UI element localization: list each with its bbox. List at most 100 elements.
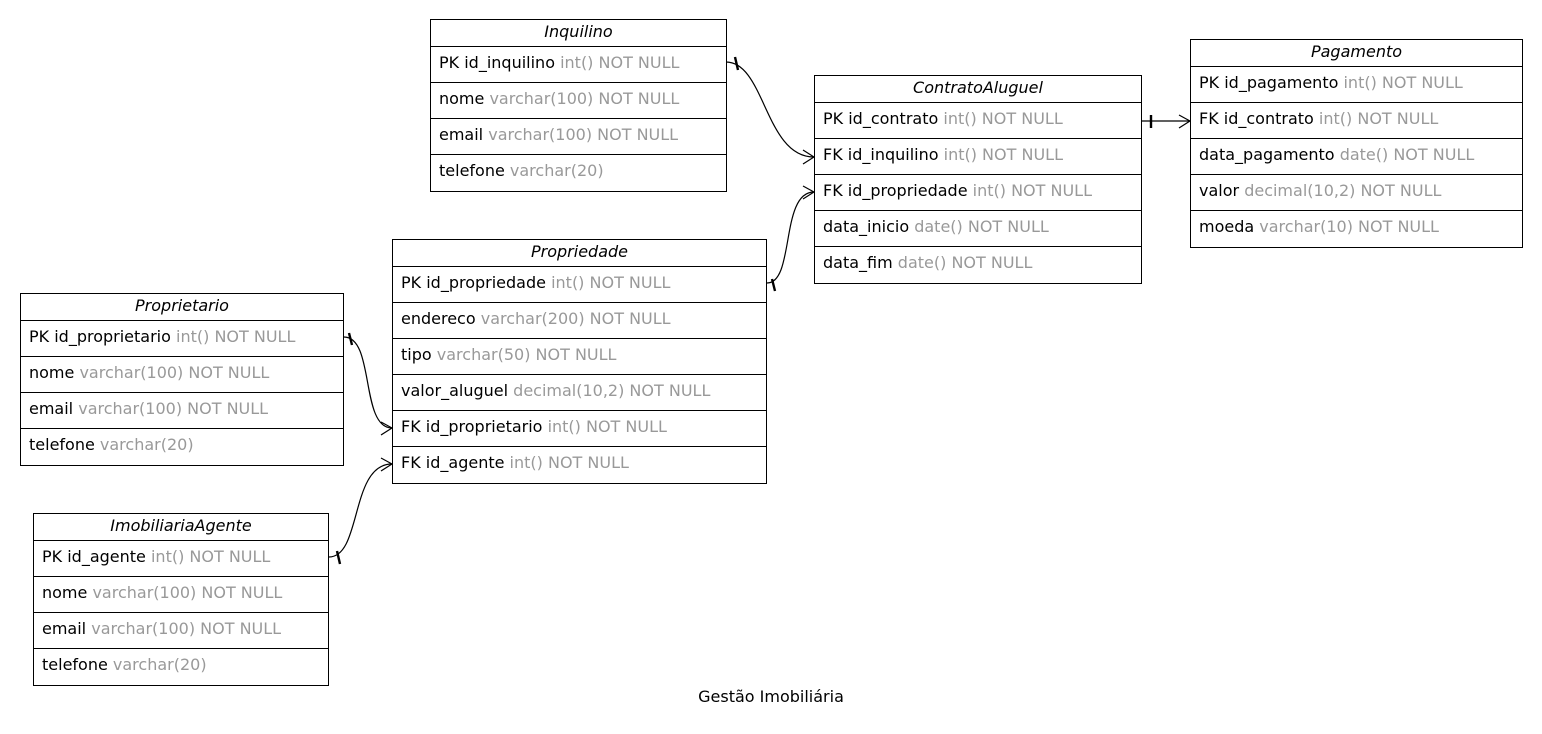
field-name: endereco [401,309,476,328]
field-row: data_inicio date() NOT NULL [815,211,1141,247]
field-type: varchar(100) NOT NULL [78,399,269,418]
field-type: int() NOT NULL [150,547,271,566]
field-type: varchar(100) NOT NULL [79,363,270,382]
field-row: PK id_pagamento int() NOT NULL [1191,67,1522,103]
field-row: PK id_inquilino int() NOT NULL [431,47,726,83]
field-type: varchar(100) NOT NULL [488,125,679,144]
field-name: FK id_inquilino [823,145,939,164]
field-row: email varchar(100) NOT NULL [21,393,343,429]
field-name: PK id_agente [42,547,146,566]
field-type: date() NOT NULL [914,217,1049,236]
diagram-caption: Gestão Imobiliária [698,687,844,706]
field-type: int() NOT NULL [943,109,1063,128]
field-row: endereco varchar(200) NOT NULL [393,303,766,339]
entity-propriedade: Propriedade PK id_propriedade int() NOT … [392,239,767,484]
field-type: int() NOT NULL [943,145,1063,164]
field-row: data_pagamento date() NOT NULL [1191,139,1522,175]
field-type: int() NOT NULL [972,181,1092,200]
field-name: data_inicio [823,217,910,236]
field-row: valor_aluguel decimal(10,2) NOT NULL [393,375,766,411]
entity-pagamento: Pagamento PK id_pagamento int() NOT NULL… [1190,39,1523,248]
field-type: varchar(50) NOT NULL [436,345,617,364]
field-row: nome varchar(100) NOT NULL [431,83,726,119]
field-type: int() NOT NULL [560,53,680,72]
field-name: telefone [29,435,95,454]
relationship-inquilino-contrato [725,56,815,165]
field-row: email varchar(100) NOT NULL [431,119,726,155]
field-name: telefone [42,655,108,674]
field-type: varchar(20) [112,655,207,674]
field-type: varchar(200) NOT NULL [480,309,671,328]
field-row: nome varchar(100) NOT NULL [34,577,328,613]
field-row: moeda varchar(10) NOT NULL [1191,211,1522,247]
entity-title: Pagamento [1191,40,1522,67]
field-name: email [439,125,484,144]
relationship-contrato-pagamento [1142,114,1191,129]
field-name: nome [29,363,75,382]
field-row: FK id_propriedade int() NOT NULL [815,175,1141,211]
field-name: FK id_proprietario [401,417,543,436]
field-type: int() NOT NULL [1343,73,1463,92]
field-name: valor [1199,181,1240,200]
field-type: varchar(10) NOT NULL [1259,217,1439,236]
field-name: PK id_proprietario [29,327,171,346]
field-type: date() NOT NULL [897,253,1033,272]
relationship-agente-propriedade [328,457,393,565]
field-row: telefone varchar(20) [431,155,726,191]
field-name: data_pagamento [1199,145,1335,164]
field-type: decimal(10,2) NOT NULL [513,381,711,400]
field-name: data_fim [823,253,893,272]
field-name: FK id_agente [401,453,505,472]
field-type: varchar(20) [99,435,194,454]
relationship-propriedade-contrato [766,185,815,292]
field-row: FK id_contrato int() NOT NULL [1191,103,1522,139]
entity-inquilino: Inquilino PK id_inquilino int() NOT NULL… [430,19,727,192]
field-row: FK id_agente int() NOT NULL [393,447,766,483]
field-name: email [42,619,87,638]
entity-proprietario: Proprietario PK id_proprietario int() NO… [20,293,344,466]
entity-title: ContratoAluguel [815,76,1141,103]
entity-title: Propriedade [393,240,766,267]
field-row: telefone varchar(20) [21,429,343,465]
field-row: PK id_contrato int() NOT NULL [815,103,1141,139]
field-row: nome varchar(100) NOT NULL [21,357,343,393]
field-name: FK id_contrato [1199,109,1314,128]
field-name: nome [42,583,88,602]
field-type: varchar(100) NOT NULL [92,583,283,602]
field-name: PK id_pagamento [1199,73,1339,92]
field-name: FK id_propriedade [823,181,968,200]
field-type: int() NOT NULL [551,273,671,292]
entity-title: Proprietario [21,294,343,321]
field-type: int() NOT NULL [547,417,667,436]
field-name: telefone [439,161,505,180]
field-name: moeda [1199,217,1255,236]
field-row: tipo varchar(50) NOT NULL [393,339,766,375]
entity-imobiliaria-agente: ImobiliariaAgente PK id_agente int() NOT… [33,513,329,686]
field-row: data_fim date() NOT NULL [815,247,1141,283]
field-row: PK id_agente int() NOT NULL [34,541,328,577]
field-name: tipo [401,345,432,364]
field-name: valor_aluguel [401,381,509,400]
field-row: PK id_proprietario int() NOT NULL [21,321,343,357]
entity-title: Inquilino [431,20,726,47]
field-type: date() NOT NULL [1339,145,1475,164]
field-type: varchar(100) NOT NULL [91,619,282,638]
entity-title: ImobiliariaAgente [34,514,328,541]
field-row: FK id_proprietario int() NOT NULL [393,411,766,447]
field-row: email varchar(100) NOT NULL [34,613,328,649]
field-name: nome [439,89,485,108]
field-type: int() NOT NULL [1318,109,1439,128]
field-type: varchar(20) [509,161,604,180]
field-row: PK id_propriedade int() NOT NULL [393,267,766,303]
field-row: telefone varchar(20) [34,649,328,685]
field-type: int() NOT NULL [509,453,629,472]
field-name: email [29,399,74,418]
field-type: varchar(100) NOT NULL [489,89,680,108]
field-type: decimal(10,2) NOT NULL [1244,181,1442,200]
field-name: PK id_inquilino [439,53,555,72]
field-name: PK id_propriedade [401,273,546,292]
field-row: valor decimal(10,2) NOT NULL [1191,175,1522,211]
entity-contrato-aluguel: ContratoAluguel PK id_contrato int() NOT… [814,75,1142,284]
field-row: FK id_inquilino int() NOT NULL [815,139,1141,175]
